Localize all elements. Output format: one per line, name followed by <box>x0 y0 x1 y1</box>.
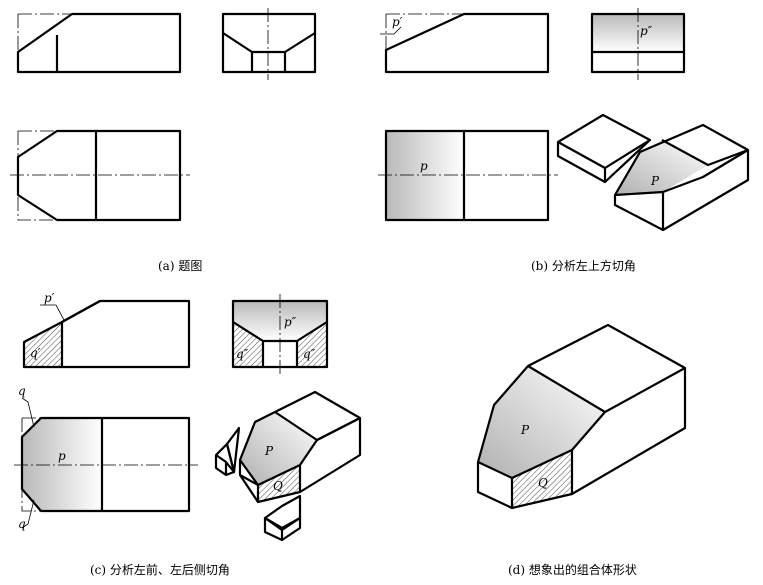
mark-P-d: P <box>520 423 530 437</box>
panel-b-remaining-body: P <box>613 123 750 232</box>
panel-c-wedge-left <box>214 426 241 477</box>
mark-q-bottom-c: q <box>18 517 26 531</box>
caption-c: (c) 分析左前、左后侧切角 <box>90 562 230 577</box>
panel-a-top-view <box>10 129 190 222</box>
panel-a: (a) 题图 <box>10 8 317 273</box>
panel-c-wedge-bottom <box>263 494 302 542</box>
mark-q-prime-c: q′ <box>30 346 41 360</box>
panel-b-top-view: p <box>378 129 558 222</box>
mark-p-b: p <box>420 159 428 173</box>
panel-c-body: P Q <box>238 390 362 504</box>
caption-d: (d) 想象出的组合体形状 <box>508 562 637 577</box>
panel-c-top-view: q p q <box>14 384 198 531</box>
panel-b-front-view: p′ <box>380 12 550 74</box>
panel-a-side-view <box>221 8 317 80</box>
caption-a: (a) 题图 <box>158 259 202 273</box>
panel-a-front-view <box>16 12 182 74</box>
mark-Q-c: Q <box>273 479 283 493</box>
panel-b-cut-wedge <box>556 113 652 184</box>
mark-p-prime-b: p′ <box>392 15 403 29</box>
mark-P-b: P <box>650 174 660 188</box>
panel-b: p′ p″ p P <box>378 8 750 273</box>
panel-b-side-view: p″ <box>590 8 686 80</box>
panel-d: P Q (d) 想象出的组合体形状 <box>476 323 687 577</box>
panel-c-front-view: p′ q′ <box>22 291 191 369</box>
mark-q-top-c: q <box>18 384 26 398</box>
caption-b: (b) 分析左上方切角 <box>531 258 636 273</box>
mark-p-double-c: p″ <box>284 315 297 329</box>
mark-p-prime-c: p′ <box>44 291 55 305</box>
mark-q-double-left-c: q″ <box>236 347 249 361</box>
mark-q-double-right-c: q″ <box>303 347 316 361</box>
mark-Q-d: Q <box>538 476 548 490</box>
panel-c: p′ q′ p″ q″ q″ q p q <box>14 291 362 577</box>
mark-P-c: P <box>264 444 274 458</box>
mark-p-double-b: p″ <box>640 24 653 38</box>
mark-p-c: p <box>58 449 66 463</box>
panel-c-side-view: p″ q″ q″ <box>231 294 329 375</box>
